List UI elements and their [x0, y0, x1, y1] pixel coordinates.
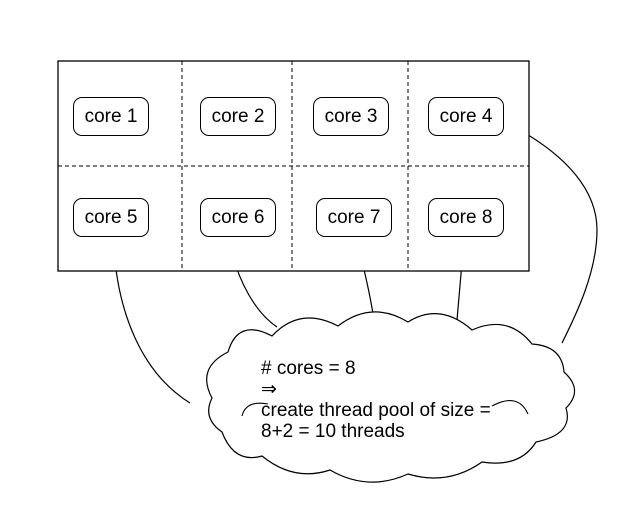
- cloud-scallop-hook-left: [241, 402, 269, 417]
- core-label-5: core 5: [84, 207, 138, 228]
- core-label-7: core 7: [327, 207, 381, 228]
- cloud-note-text: # cores = 8 ⇒ create thread pool of size…: [261, 358, 491, 442]
- cloud-note-line-4: 8+2 = 10 threads: [261, 421, 405, 442]
- cloud-scallop-hook-right: [491, 400, 529, 415]
- connector-core5-to-cloud: [113, 248, 191, 404]
- core-label-2: core 2: [211, 106, 265, 127]
- thread-pool-cloud-shape: [206, 311, 576, 483]
- core-box-3: core 3: [313, 97, 389, 136]
- core-label-6: core 6: [211, 207, 265, 228]
- core-box-6: core 6: [200, 198, 276, 237]
- core-box-4: core 4: [428, 97, 504, 136]
- cloud-note-line-1: # cores = 8: [261, 358, 356, 379]
- core-label-1: core 1: [84, 106, 138, 127]
- cloud-note-line-2: ⇒: [261, 379, 277, 400]
- core-box-7: core 7: [316, 198, 392, 237]
- connector-core4-to-cloud: [517, 128, 598, 344]
- core-label-4: core 4: [439, 106, 493, 127]
- cloud-note-line-3: create thread pool of size =: [261, 400, 491, 421]
- core-box-5: core 5: [73, 198, 149, 237]
- core-box-2: core 2: [200, 97, 276, 136]
- core-box-8: core 8: [428, 198, 504, 237]
- core-label-3: core 3: [324, 106, 378, 127]
- core-label-8: core 8: [439, 207, 493, 228]
- core-box-1: core 1: [73, 97, 149, 136]
